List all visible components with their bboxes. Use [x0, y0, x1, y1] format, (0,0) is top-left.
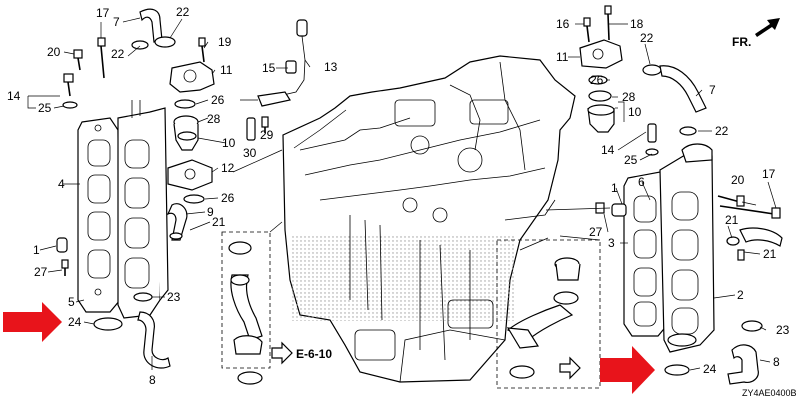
front-direction-arrow-icon — [755, 18, 780, 37]
callout-25-left: 25 — [38, 101, 52, 115]
callout-26-left-top: 26 — [211, 93, 225, 107]
right-sensor-parts — [645, 123, 697, 156]
left-thermostat — [173, 99, 199, 151]
callout-1-left: 1 — [33, 243, 40, 257]
right-thermostat — [587, 90, 615, 133]
callout-4: 4 — [58, 177, 65, 191]
callout-28-right: 28 — [622, 90, 636, 104]
callout-5: 5 — [68, 295, 75, 309]
temperature-sensor-wire — [257, 19, 308, 107]
callout-3: 3 — [608, 236, 615, 250]
callout-labels: 17 7 22 20 22 19 11 15 13 14 25 26 28 10… — [7, 5, 790, 387]
callout-13: 13 — [324, 60, 338, 74]
left-thermostat-housing — [167, 159, 213, 204]
callout-21-right-a: 21 — [725, 213, 739, 227]
right-hose-top — [642, 64, 707, 113]
left-long-bolt — [97, 37, 106, 79]
right-short-bolt — [717, 195, 745, 207]
callout-22-right-mid: 22 — [715, 124, 729, 138]
right-plug — [595, 202, 627, 217]
callout-21-left: 21 — [212, 215, 226, 229]
callout-14-right: 14 — [601, 143, 615, 157]
left-clamp-bottom — [133, 292, 153, 302]
callout-27-right: 27 — [589, 225, 603, 239]
engine-block — [282, 55, 576, 383]
left-plug — [56, 237, 69, 276]
left-water-pipe — [166, 203, 188, 241]
callout-27-left: 27 — [34, 265, 48, 279]
left-short-bolt — [62, 73, 78, 109]
left-gasket-bottom — [93, 317, 123, 331]
right-thermostat-cover — [579, 5, 623, 85]
callout-16: 16 — [556, 17, 570, 31]
callout-24-right: 24 — [703, 362, 717, 376]
callout-29: 29 — [260, 128, 274, 142]
left-hose-top — [139, 8, 163, 43]
callout-22-left-top: 22 — [176, 5, 190, 19]
callout-22-right-top: 22 — [640, 31, 654, 45]
right-pipe-dashed-box — [496, 239, 601, 389]
right-elbow-pipe — [727, 344, 759, 385]
callout-11-right: 11 — [556, 50, 569, 64]
callout-24-left: 24 — [68, 315, 82, 329]
left-exhaust-manifold — [117, 100, 169, 319]
callout-22-left-mid: 22 — [111, 47, 125, 61]
right-reference-arrow-icon — [559, 356, 581, 380]
callout-18: 18 — [630, 17, 644, 31]
callout-20-left: 20 — [47, 45, 61, 59]
callout-10-right: 10 — [628, 105, 642, 119]
callout-14-left: 14 — [7, 89, 21, 103]
callout-7-right: 7 — [709, 83, 716, 97]
direction-label: FR. — [732, 35, 751, 49]
callout-23-right: 23 — [776, 323, 790, 337]
left-sensor-parts — [246, 116, 269, 141]
center-pipe-dashed-box — [221, 221, 283, 385]
callout-21-right-b: 21 — [763, 247, 777, 261]
reference-arrow-icon — [271, 341, 293, 365]
right-red-arrow-icon — [600, 346, 655, 394]
callout-7-left: 7 — [113, 15, 120, 29]
callout-6: 6 — [638, 175, 645, 189]
callout-2: 2 — [737, 288, 744, 302]
right-exhaust-manifold — [659, 143, 715, 353]
right-gasket-bottom — [664, 364, 690, 376]
diagram-code: ZY4AE0400B — [742, 388, 797, 398]
callout-30: 30 — [243, 146, 257, 160]
left-red-arrow-icon — [3, 302, 62, 342]
left-thermostat-cover — [169, 37, 215, 93]
left-manifold-gasket — [77, 117, 121, 313]
callout-17-left: 17 — [96, 6, 110, 20]
callout-12: 12 — [221, 161, 235, 175]
callout-15: 15 — [262, 61, 276, 75]
callout-28-left: 28 — [207, 112, 221, 126]
callout-19: 19 — [218, 35, 232, 49]
callout-25-right: 25 — [624, 153, 638, 167]
callout-9: 9 — [207, 205, 214, 219]
callout-11-left: 11 — [220, 63, 233, 77]
callout-8-left: 8 — [149, 373, 156, 387]
callout-1-right: 1 — [611, 181, 618, 195]
left-elbow-pipe — [137, 311, 171, 369]
callout-17-right: 17 — [762, 167, 776, 181]
callout-20-right: 20 — [731, 173, 745, 187]
callout-10-left: 10 — [222, 136, 236, 150]
right-clamp-bottom — [741, 320, 763, 332]
callout-8-right: 8 — [773, 355, 780, 369]
callout-26-left-mid: 26 — [221, 191, 235, 205]
callout-26-right: 26 — [590, 73, 604, 87]
callout-23-left: 23 — [167, 290, 181, 304]
right-water-pipe — [726, 227, 783, 261]
left-small-bolt — [73, 49, 83, 71]
reference-label: E-6-10 — [296, 347, 332, 361]
left-hose-clamp-top — [131, 36, 176, 50]
leader-lines — [27, 17, 777, 371]
